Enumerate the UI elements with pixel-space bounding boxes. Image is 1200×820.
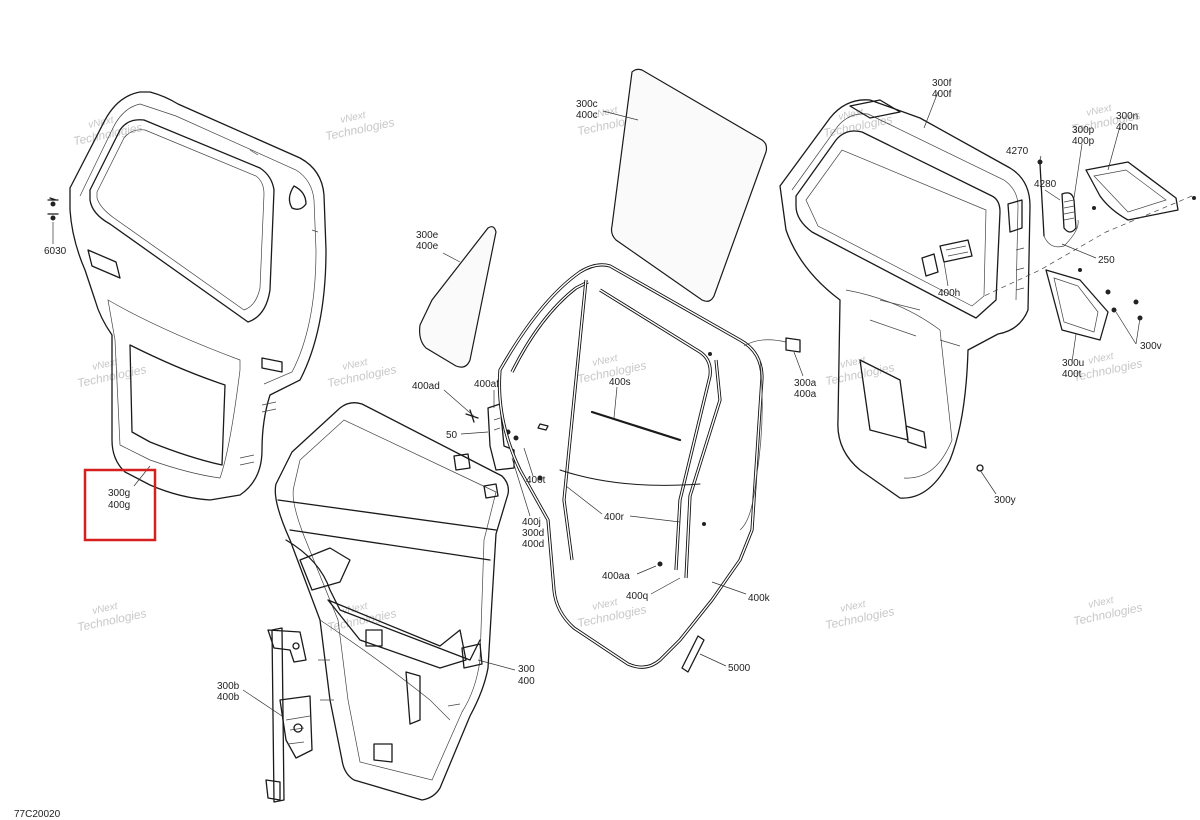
callout-400b[interactable]: 400b xyxy=(217,692,240,703)
callout-300v[interactable]: 300v xyxy=(1140,341,1162,352)
callout-400s[interactable]: 400s xyxy=(609,377,631,388)
svg-text:vNext: vNext xyxy=(591,597,619,613)
storage-pocket-300u[interactable] xyxy=(1045,269,1109,341)
callout-300c[interactable]: 300c xyxy=(576,99,598,110)
callout-400c[interactable]: 400c xyxy=(576,110,598,121)
fasteners[interactable] xyxy=(537,352,713,567)
svg-text:vNext: vNext xyxy=(341,357,369,373)
callout-400af[interactable]: 400af xyxy=(474,379,499,390)
callout-5000[interactable]: 5000 xyxy=(728,663,751,674)
svg-text:vNext: vNext xyxy=(1087,351,1115,367)
quarter-glass[interactable] xyxy=(419,226,497,368)
screw-6030[interactable] xyxy=(47,197,59,244)
callout-300d[interactable]: 300d xyxy=(522,528,544,539)
door-inner-panel[interactable] xyxy=(779,99,1031,499)
callout-400f[interactable]: 400f xyxy=(932,89,952,100)
callout-400g[interactable]: 400g xyxy=(108,500,130,511)
wiring-harness[interactable] xyxy=(739,337,801,531)
highlight-box[interactable] xyxy=(83,468,157,542)
door-seal-outer[interactable] xyxy=(497,263,764,669)
reference-code: 77C20020 xyxy=(14,809,61,820)
svg-text:vNext: vNext xyxy=(839,599,867,615)
svg-text:vNext: vNext xyxy=(1087,595,1115,611)
callout-300b[interactable]: 300b xyxy=(217,681,240,692)
door-frame[interactable] xyxy=(274,402,510,801)
handle-cable-assembly[interactable] xyxy=(1037,159,1097,248)
callout-400q[interactable]: 400q xyxy=(626,591,648,602)
callout-300y[interactable]: 300y xyxy=(994,495,1016,506)
callout-300n[interactable]: 300n xyxy=(1116,111,1138,122)
callout-400t[interactable]: 400t xyxy=(526,475,546,486)
callout-400e[interactable]: 400e xyxy=(416,241,439,252)
callout-400n[interactable]: 400n xyxy=(1116,122,1138,133)
callout-400p[interactable]: 400p xyxy=(1072,136,1095,147)
callout-300e[interactable]: 300e xyxy=(416,230,439,241)
window-regulator[interactable] xyxy=(265,627,313,803)
callout-400j[interactable]: 400j xyxy=(522,517,541,528)
door-outer-panel[interactable] xyxy=(69,91,327,501)
callout-400d[interactable]: 400d xyxy=(522,539,544,550)
callout-4280[interactable]: 4280 xyxy=(1034,179,1057,190)
leader-lines xyxy=(133,91,1141,717)
svg-text:vNext: vNext xyxy=(591,353,619,369)
svg-text:vNext: vNext xyxy=(339,110,367,126)
callout-400ad[interactable]: 400ad xyxy=(412,381,440,392)
callout-400[interactable]: 400 xyxy=(518,676,535,687)
callout-400t-right[interactable]: 400t xyxy=(1062,369,1082,380)
callout-400k[interactable]: 400k xyxy=(748,593,771,604)
callout-300g[interactable]: 300g xyxy=(108,488,130,499)
svg-text:vNext: vNext xyxy=(591,105,619,121)
callout-300a[interactable]: 300a xyxy=(794,378,817,389)
door-window-glass[interactable] xyxy=(610,68,768,302)
callout-300[interactable]: 300 xyxy=(518,664,535,675)
window-channel-seals[interactable] xyxy=(510,279,722,579)
callout-300p[interactable]: 300p xyxy=(1072,125,1095,136)
callout-300f[interactable]: 300f xyxy=(932,78,952,89)
callout-50[interactable]: 50 xyxy=(446,430,458,441)
callout-250[interactable]: 250 xyxy=(1098,255,1115,266)
svg-text:vNext: vNext xyxy=(1085,103,1113,119)
callout-300u[interactable]: 300u xyxy=(1062,358,1084,369)
callout-400aa[interactable]: 400aa xyxy=(602,571,630,582)
callout-4270[interactable]: 4270 xyxy=(1006,146,1029,157)
corner-cover-panel[interactable] xyxy=(1061,161,1196,233)
callout-labels: 6030 300g 400g 300e 400e 300c 400c 400ad… xyxy=(14,78,1162,820)
trim-strip-5000[interactable] xyxy=(681,635,705,673)
callout-400a[interactable]: 400a xyxy=(794,389,817,400)
callout-400h[interactable]: 400h xyxy=(938,288,960,299)
screws-300v[interactable] xyxy=(1078,268,1143,321)
callout-6030[interactable]: 6030 xyxy=(44,246,67,257)
svg-text:vNext: vNext xyxy=(87,115,115,131)
callout-400r[interactable]: 400r xyxy=(604,512,625,523)
inner-handle-400h[interactable] xyxy=(921,239,973,277)
svg-text:vNext: vNext xyxy=(91,601,119,617)
